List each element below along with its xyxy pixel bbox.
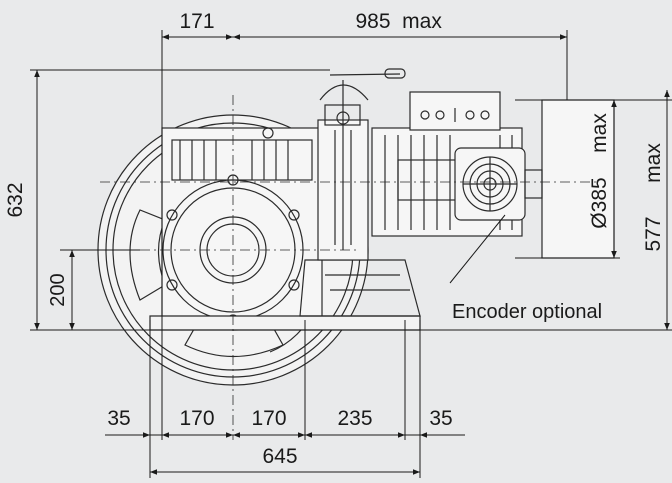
dim-bottom-segment: 35 <box>429 407 452 430</box>
dimension-lines <box>30 30 672 478</box>
dim-right-height-max: max <box>642 143 665 183</box>
encoder-annotation: Encoder optional <box>452 301 602 323</box>
dim-bottom-segment: 35 <box>107 407 130 430</box>
gear-machine-drawing <box>97 68 615 386</box>
dimension-labels: 171 985 max 632 200 Ø385 max 577 max 35 … <box>4 10 665 468</box>
dim-diameter: Ø385 <box>588 177 611 228</box>
dim-bottom-segment: 235 <box>337 407 372 430</box>
dim-bottom-segment: 170 <box>251 407 286 430</box>
dim-diameter-max: max <box>588 113 611 153</box>
dim-top-left: 171 <box>179 10 214 33</box>
dim-axis-height: 200 <box>47 273 69 306</box>
dim-bottom-total: 645 <box>262 445 297 468</box>
dim-top-right: 985 <box>355 10 390 33</box>
dim-bottom-segment: 170 <box>179 407 214 430</box>
dim-height-left: 632 <box>4 182 27 217</box>
dim-top-right-max: max <box>402 10 442 33</box>
dim-right-height: 577 <box>642 216 665 251</box>
centerlines <box>100 95 600 440</box>
